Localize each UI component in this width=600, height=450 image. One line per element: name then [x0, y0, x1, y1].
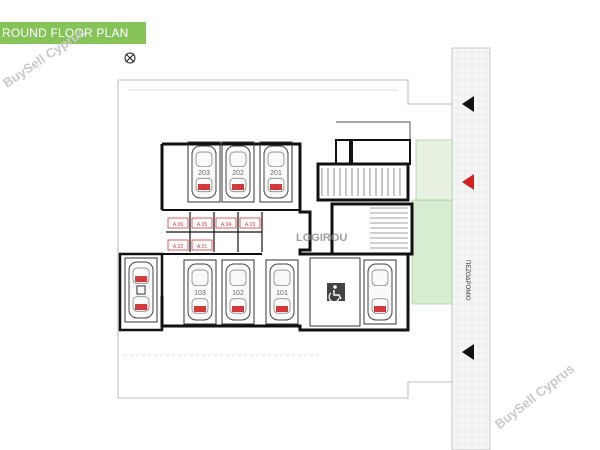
parking-tag: [194, 306, 206, 312]
green-area: [411, 139, 453, 305]
entrance-arrow-icon: [462, 174, 474, 190]
site-boundary: [117, 79, 453, 399]
storage-label: Α.01: [197, 244, 208, 250]
accessible-parking-icon: [327, 283, 345, 303]
parking-tag: [232, 184, 244, 190]
parking-tag: [198, 184, 210, 190]
building-outline: [118, 142, 410, 332]
parking-number: 203: [198, 170, 210, 177]
parking-number: 103: [194, 290, 206, 297]
parked-car: 201: [259, 141, 293, 203]
parking-tag: [232, 306, 244, 312]
accessible-parking-bay: [309, 257, 361, 327]
sidewalk: [451, 47, 491, 450]
parked-car: 101: [265, 259, 299, 325]
parking-number: 102: [232, 290, 244, 297]
parked-car: 102: [221, 259, 255, 325]
parking-tag: [135, 276, 147, 283]
stair-core: [316, 121, 414, 256]
parking-tag: [374, 306, 386, 312]
parking-number: 202: [232, 170, 244, 177]
storage-unit: Α.04: [215, 217, 237, 229]
storage-label: Α.04: [221, 222, 232, 228]
parked-car: 203: [187, 141, 221, 203]
storage-units: Α.06 Α.05 Α.04 Α.03Α.02 Α.01: [167, 217, 261, 251]
storage-label: Α.06: [173, 222, 184, 228]
storage-unit: Α.02: [167, 239, 189, 251]
parking-number: 101: [276, 290, 288, 297]
storage-unit: Α.01: [191, 239, 213, 251]
storage-unit: Α.05: [191, 217, 213, 229]
parking-tag: [276, 306, 288, 312]
center-watermark: LOGIROU: [296, 232, 347, 244]
parked-car: [135, 276, 147, 295]
parked-car: 103: [183, 259, 217, 325]
plan-title: ROUND FLOOR PLAN: [2, 26, 129, 40]
entrance-arrow-icon: [462, 344, 474, 360]
parking-tag: [270, 184, 282, 190]
entrance-arrows: [462, 96, 474, 360]
plan-title-banner: ROUND FLOOR PLAN: [0, 22, 146, 44]
street-label: ΠΕΖΟΔΡΟΜΙΟ: [464, 260, 470, 301]
storage-label: Α.03: [245, 222, 256, 228]
north-arrow-icon: [124, 52, 136, 64]
storage-unit: Α.06: [167, 217, 189, 229]
parking-tag: [135, 304, 147, 310]
storage-label: Α.02: [173, 244, 184, 250]
parked-car: [363, 259, 397, 325]
parking-bays: 203 202 201 103 102 101: [124, 141, 397, 325]
parked-car: 202: [221, 141, 255, 203]
entrance-arrow-icon: [462, 96, 474, 112]
storage-unit: Α.03: [239, 217, 261, 229]
storage-label: Α.05: [197, 222, 208, 228]
parking-number: 201: [270, 170, 282, 177]
storage-walls: [162, 209, 300, 255]
